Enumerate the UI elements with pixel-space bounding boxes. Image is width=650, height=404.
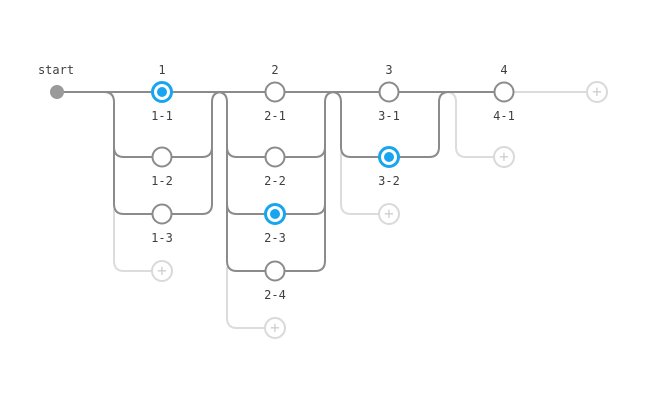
step-label-3-1: 3-1: [378, 109, 400, 123]
step-label-3-2: 3-2: [378, 174, 400, 188]
step-label-4-1: 4-1: [493, 109, 515, 123]
group-label-4: 4: [500, 63, 508, 77]
add-branch-connector-group-3: [340, 152, 380, 215]
add-branch-button-group-1[interactable]: +: [151, 260, 173, 282]
step-label-1-3: 1-3: [151, 231, 173, 245]
step-label-1-1: 1-1: [151, 109, 173, 123]
start-node: [50, 85, 64, 99]
step-label-2-4: 2-4: [264, 288, 286, 302]
plus-icon: +: [592, 82, 602, 101]
step-node-1-2[interactable]: [151, 146, 173, 168]
plus-icon: +: [270, 318, 280, 337]
step-label-2-2: 2-2: [264, 174, 286, 188]
step-node-3-1[interactable]: [378, 81, 400, 103]
start-label: start: [37, 63, 75, 77]
step-node-2-4[interactable]: [264, 260, 286, 282]
add-branch-connector-group-4: [445, 91, 495, 158]
step-label-2-3: 2-3: [264, 231, 286, 245]
group-label-1: 1: [158, 63, 166, 77]
plus-icon: +: [499, 147, 509, 166]
group-label-2: 2: [271, 63, 279, 77]
step-label-1-2: 1-2: [151, 174, 173, 188]
step-node-2-3[interactable]: [264, 203, 286, 225]
add-branch-connector-group-2: [226, 267, 266, 329]
step-node-4-1[interactable]: [493, 81, 515, 103]
group-label-3: 3: [385, 63, 393, 77]
add-branch-button-group-3[interactable]: +: [378, 203, 400, 225]
add-branch-button-group-4[interactable]: +: [493, 146, 515, 168]
step-node-2-2[interactable]: [264, 146, 286, 168]
step-node-1-1[interactable]: [151, 81, 173, 103]
plus-icon: +: [384, 204, 394, 223]
add-branch-button-group-2[interactable]: +: [264, 317, 286, 339]
step-node-3-2[interactable]: [378, 146, 400, 168]
step-label-2-1: 2-1: [264, 109, 286, 123]
step-node-1-3[interactable]: [151, 203, 173, 225]
add-branch-connector-group-1: [113, 209, 153, 272]
add-group-button-end[interactable]: +: [586, 81, 608, 103]
step-node-2-1[interactable]: [264, 81, 286, 103]
plus-icon: +: [157, 261, 167, 280]
